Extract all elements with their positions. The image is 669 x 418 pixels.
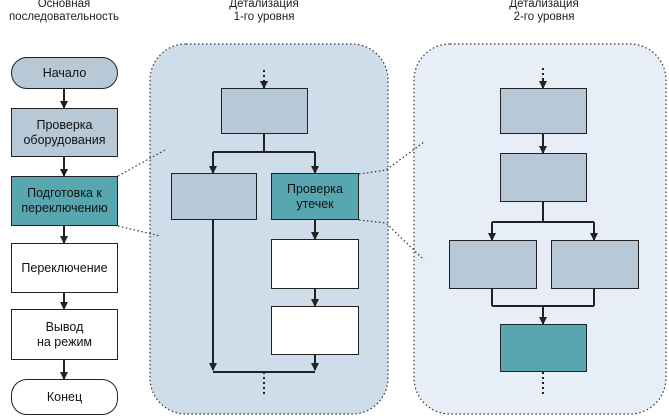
l2-second-block <box>500 153 587 202</box>
l1-top-block <box>221 88 308 134</box>
level2-panel <box>413 43 667 415</box>
end-terminal: Конец <box>11 379 118 415</box>
output-mode-block: Вывод на режим <box>11 309 118 360</box>
l2-left-block <box>449 240 537 289</box>
leak-check-block: Проверка утечек <box>271 173 359 220</box>
header-level2-detail: Детализация 2-го уровня <box>509 0 579 23</box>
l1-left-block <box>171 173 257 220</box>
zoom-connector-3 <box>358 141 425 175</box>
switching-block: Переключение <box>11 243 118 293</box>
l1-right-block-3 <box>271 306 359 355</box>
l2-bottom-block <box>500 324 587 372</box>
prepare-switch-block: Подготовка к переключению <box>11 176 118 226</box>
header-level1-detail: Детализация 1-го уровня <box>229 0 299 23</box>
header-main-sequence: Основная последовательность <box>8 0 120 23</box>
l1-right-block-2 <box>271 239 359 289</box>
start-terminal: Начало <box>11 57 118 89</box>
l2-top-block <box>500 88 587 134</box>
zoom-connector-4 <box>358 219 425 261</box>
l2-right-block <box>551 240 639 289</box>
equipment-check-block: Проверка оборудования <box>11 108 118 157</box>
zoom-connector-1 <box>117 149 166 177</box>
